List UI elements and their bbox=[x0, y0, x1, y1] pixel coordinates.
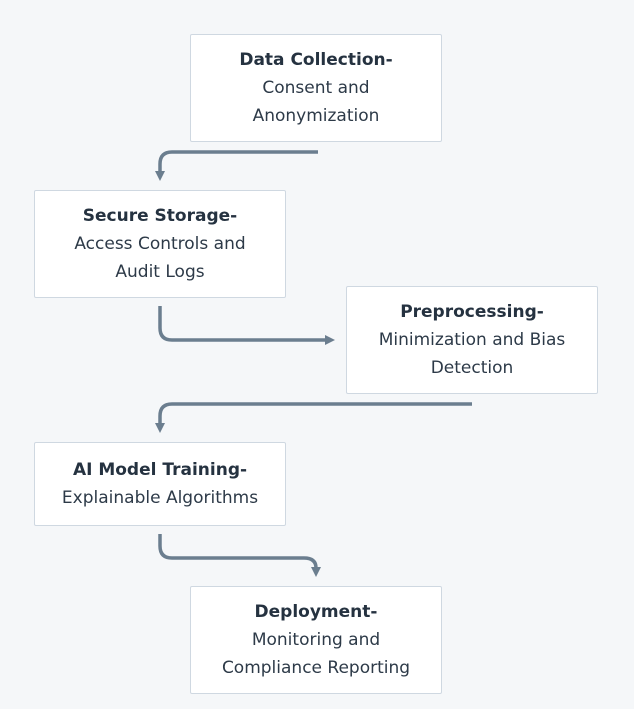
node-description: Explainable Algorithms bbox=[61, 488, 259, 508]
node-title: AI Model Training- bbox=[72, 460, 248, 480]
node-deployment: Deployment- Monitoring and Compliance Re… bbox=[190, 586, 442, 694]
node-description: Consent and Anonymization bbox=[252, 78, 380, 126]
node-secure-storage: Secure Storage- Access Controls and Audi… bbox=[34, 190, 286, 298]
node-data-collection: Data Collection- Consent and Anonymizati… bbox=[190, 34, 442, 142]
node-description: Monitoring and Compliance Reporting bbox=[221, 630, 411, 678]
node-title: Secure Storage- bbox=[82, 206, 238, 226]
node-description: Minimization and Bias Detection bbox=[378, 330, 566, 378]
node-preprocessing: Preprocessing- Minimization and Bias Det… bbox=[346, 286, 598, 394]
connector-n4-n5 bbox=[158, 534, 321, 577]
node-title: Deployment- bbox=[254, 602, 378, 622]
node-title: Preprocessing- bbox=[400, 302, 544, 322]
connector-n1-n2 bbox=[155, 150, 318, 181]
connector-n2-n3 bbox=[158, 306, 335, 345]
connector-n3-n4 bbox=[155, 402, 472, 433]
node-description: Access Controls and Audit Logs bbox=[74, 234, 246, 282]
node-ai-model-training: AI Model Training- Explainable Algorithm… bbox=[34, 442, 286, 526]
node-title: Data Collection- bbox=[239, 50, 393, 70]
